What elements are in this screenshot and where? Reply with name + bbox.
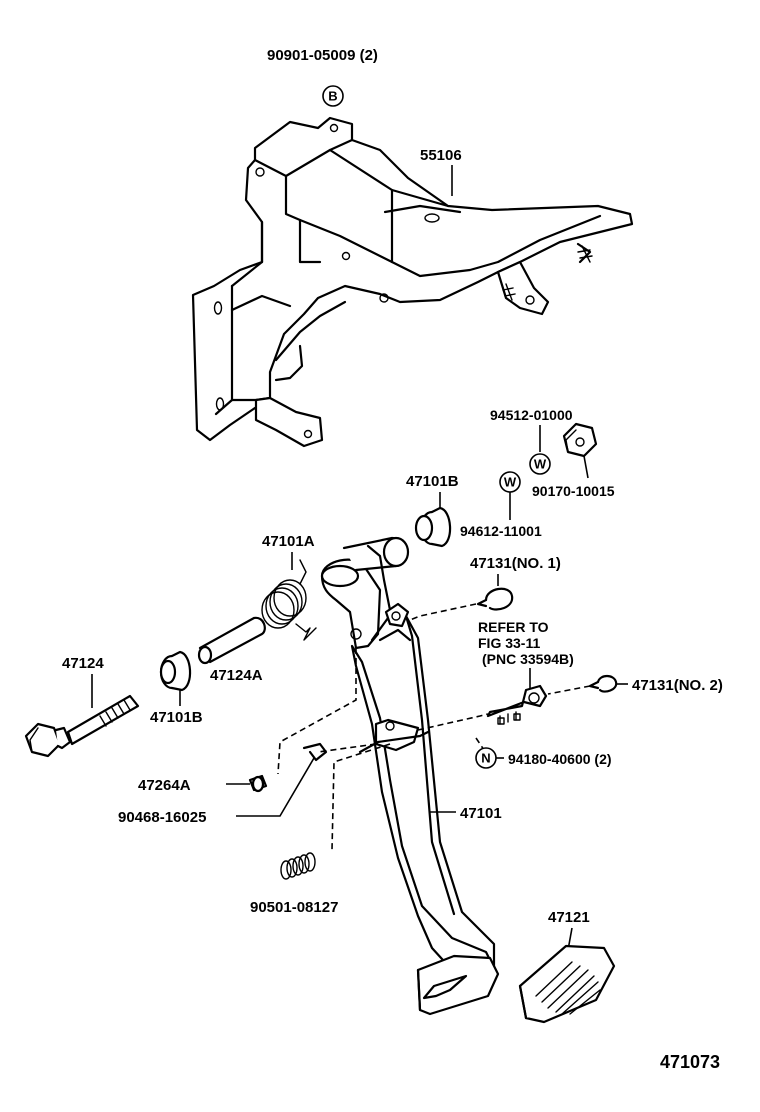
dash-cushion-1 (409, 603, 477, 621)
bushing-lower (159, 650, 192, 692)
label-spring: 47101A (262, 533, 315, 550)
figure-number: 471073 (660, 1052, 720, 1072)
leader-nut (583, 455, 589, 479)
label-nut-clip: 94180-40600 (2) (508, 751, 612, 767)
label-bushing-upper: 47101B (406, 473, 459, 490)
pedal-pad (518, 944, 616, 1024)
label-pin: 47264A (138, 777, 191, 794)
label-refer-line3: (PNC 33594B) (482, 651, 574, 667)
label-bolt-bracket: 90901-05009 (2) (267, 47, 378, 64)
label-pad: 47121 (548, 909, 590, 926)
return-spring (280, 852, 316, 880)
badge-n: N (475, 747, 497, 769)
spring-clip (302, 742, 328, 762)
hex-nut (562, 422, 598, 458)
label-nut: 90170-10015 (532, 483, 615, 499)
label-clip: 90468-16025 (118, 809, 206, 826)
label-collar: 47124A (210, 667, 263, 684)
dash-bolt-axis (277, 648, 357, 775)
label-washer: 94612-11001 (460, 523, 542, 539)
badge-w-lower: W (499, 471, 521, 493)
leader-clip (236, 757, 315, 817)
label-bracket: 55106 (420, 147, 462, 164)
dash-cushion-2 (547, 685, 591, 695)
label-return-spring: 90501-08127 (250, 899, 338, 916)
switch-bracket (486, 684, 548, 725)
badge-b: B (322, 85, 344, 107)
svg-text:W: W (534, 457, 547, 472)
label-cushion-1: 47131(NO. 1) (470, 555, 561, 572)
badge-w-upper: W (529, 453, 551, 475)
label-washer-nut: 94512-01000 (490, 407, 573, 423)
pedal-bracket (191, 116, 634, 448)
bushing-upper (414, 506, 452, 548)
label-bolt: 47124 (62, 655, 104, 672)
label-pedal: 47101 (460, 805, 502, 822)
pedal-bolt (24, 694, 140, 758)
cushion-no1 (476, 587, 514, 611)
label-cushion-2: 47131(NO. 2) (632, 677, 723, 694)
clevis-pin (248, 774, 268, 793)
cushion-no2 (588, 674, 618, 693)
label-bushing-lower: 47101B (150, 709, 203, 726)
svg-text:W: W (504, 475, 517, 490)
collar (197, 616, 266, 665)
pedal-pad-mounted (416, 954, 500, 1016)
torsion-spring (261, 559, 317, 641)
dash-clevis-nut (417, 713, 489, 731)
brake-pedal-arm (320, 536, 496, 994)
label-refer-line2: FIG 33-11 (478, 635, 540, 651)
label-refer-line1: REFER TO (478, 619, 549, 635)
svg-text:N: N (481, 751, 490, 766)
svg-text:B: B (328, 89, 337, 104)
